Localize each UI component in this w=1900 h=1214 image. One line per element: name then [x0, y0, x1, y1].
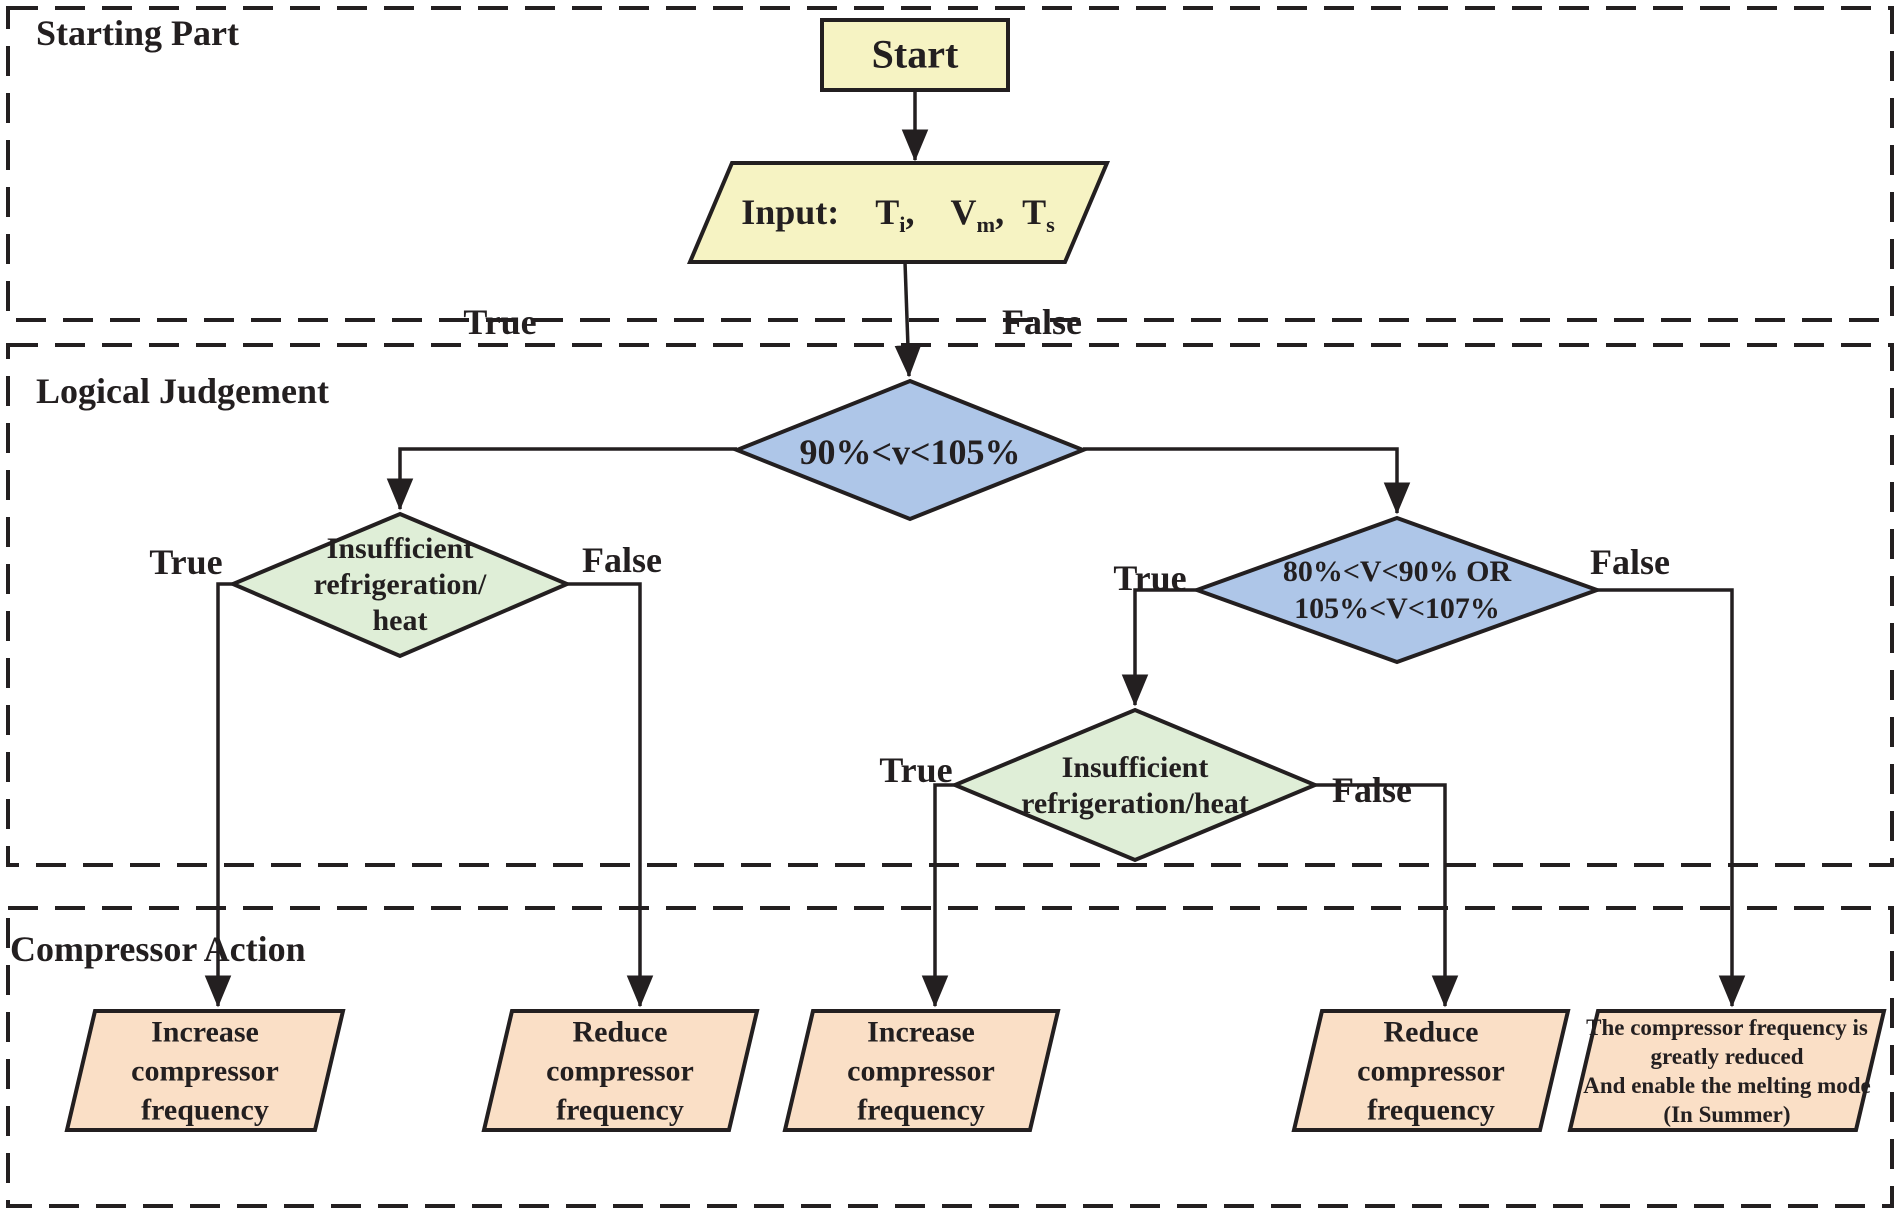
edge-decision2-false: [1597, 588, 1746, 1008]
branch-label-refrig1-false: False: [582, 540, 662, 580]
start-node-shape: [820, 18, 1010, 92]
input-var-ti: Ti,: [875, 192, 915, 238]
edge-decision1-true: [386, 447, 737, 511]
start-node-label: Start: [871, 31, 959, 77]
section-frame-compressor-action: [6, 906, 1894, 1208]
action2-label: Reduce compressor frequency: [546, 1015, 694, 1127]
input-var-ts: Ts: [1022, 192, 1055, 238]
edge-decision2-true: [1121, 588, 1197, 707]
action3-shape: [782, 1009, 1061, 1132]
decision2-shape: [1191, 515, 1603, 665]
branch-label-decision1-false: False: [1002, 302, 1082, 342]
action4-label: Reduce compressor frequency: [1357, 1015, 1505, 1127]
decision1-shape: [731, 378, 1089, 522]
action1-shape: [64, 1009, 346, 1132]
decision-refrig1-shape: [227, 511, 573, 659]
branch-label-refrig2-true: True: [879, 750, 953, 790]
section-label-logical-judgement: Logical Judgement: [36, 371, 329, 411]
branch-label-refrig2-false: False: [1332, 770, 1412, 810]
decision1-label: 90%<v<105%: [799, 432, 1021, 472]
section-frame-logical-judgement: [6, 343, 1894, 867]
branch-label-decision2-true: True: [1113, 558, 1187, 598]
edge-refrig2-false: [1315, 783, 1459, 1008]
decision2-label: 80%<V<90% OR 105%<V<107%: [1282, 555, 1512, 625]
branch-label-refrig1-true: True: [149, 542, 223, 582]
decision-refrig2-shape: [949, 707, 1321, 863]
section-label-starting-part: Starting Part: [36, 13, 239, 53]
input-var-vm: Vm,: [950, 192, 1005, 238]
action2-shape: [481, 1009, 760, 1132]
section-frame-starting-part: [6, 6, 1894, 322]
input-node-shape: [686, 161, 1111, 264]
edge-input-to-decision1: [894, 261, 922, 378]
branch-label-decision2-false: False: [1590, 542, 1670, 582]
action5-label: The compressor frequency is greatly redu…: [1583, 1015, 1871, 1127]
decision-refrig1-label: Insufficient refrigeration/ heat: [313, 532, 487, 637]
decision-refrig2-label: Insufficient refrigeration/heat: [1021, 751, 1249, 820]
action4-shape: [1291, 1009, 1571, 1132]
action3-label: Increase compressor frequency: [847, 1015, 995, 1127]
section-label-compressor-action: Compressor Action: [10, 929, 306, 969]
input-prefix: Input:: [741, 192, 840, 232]
action1-label: Increase compressor frequency: [131, 1015, 279, 1127]
edge-decision1-false: [1083, 447, 1411, 515]
edge-refrig2-true: [921, 783, 955, 1008]
branch-label-decision1-true: True: [463, 302, 537, 342]
input-node-label: Input: Ti, Vm, Ts: [741, 191, 1055, 238]
action5-shape: [1567, 1009, 1887, 1132]
edge-refrig1-false: [567, 582, 654, 1008]
